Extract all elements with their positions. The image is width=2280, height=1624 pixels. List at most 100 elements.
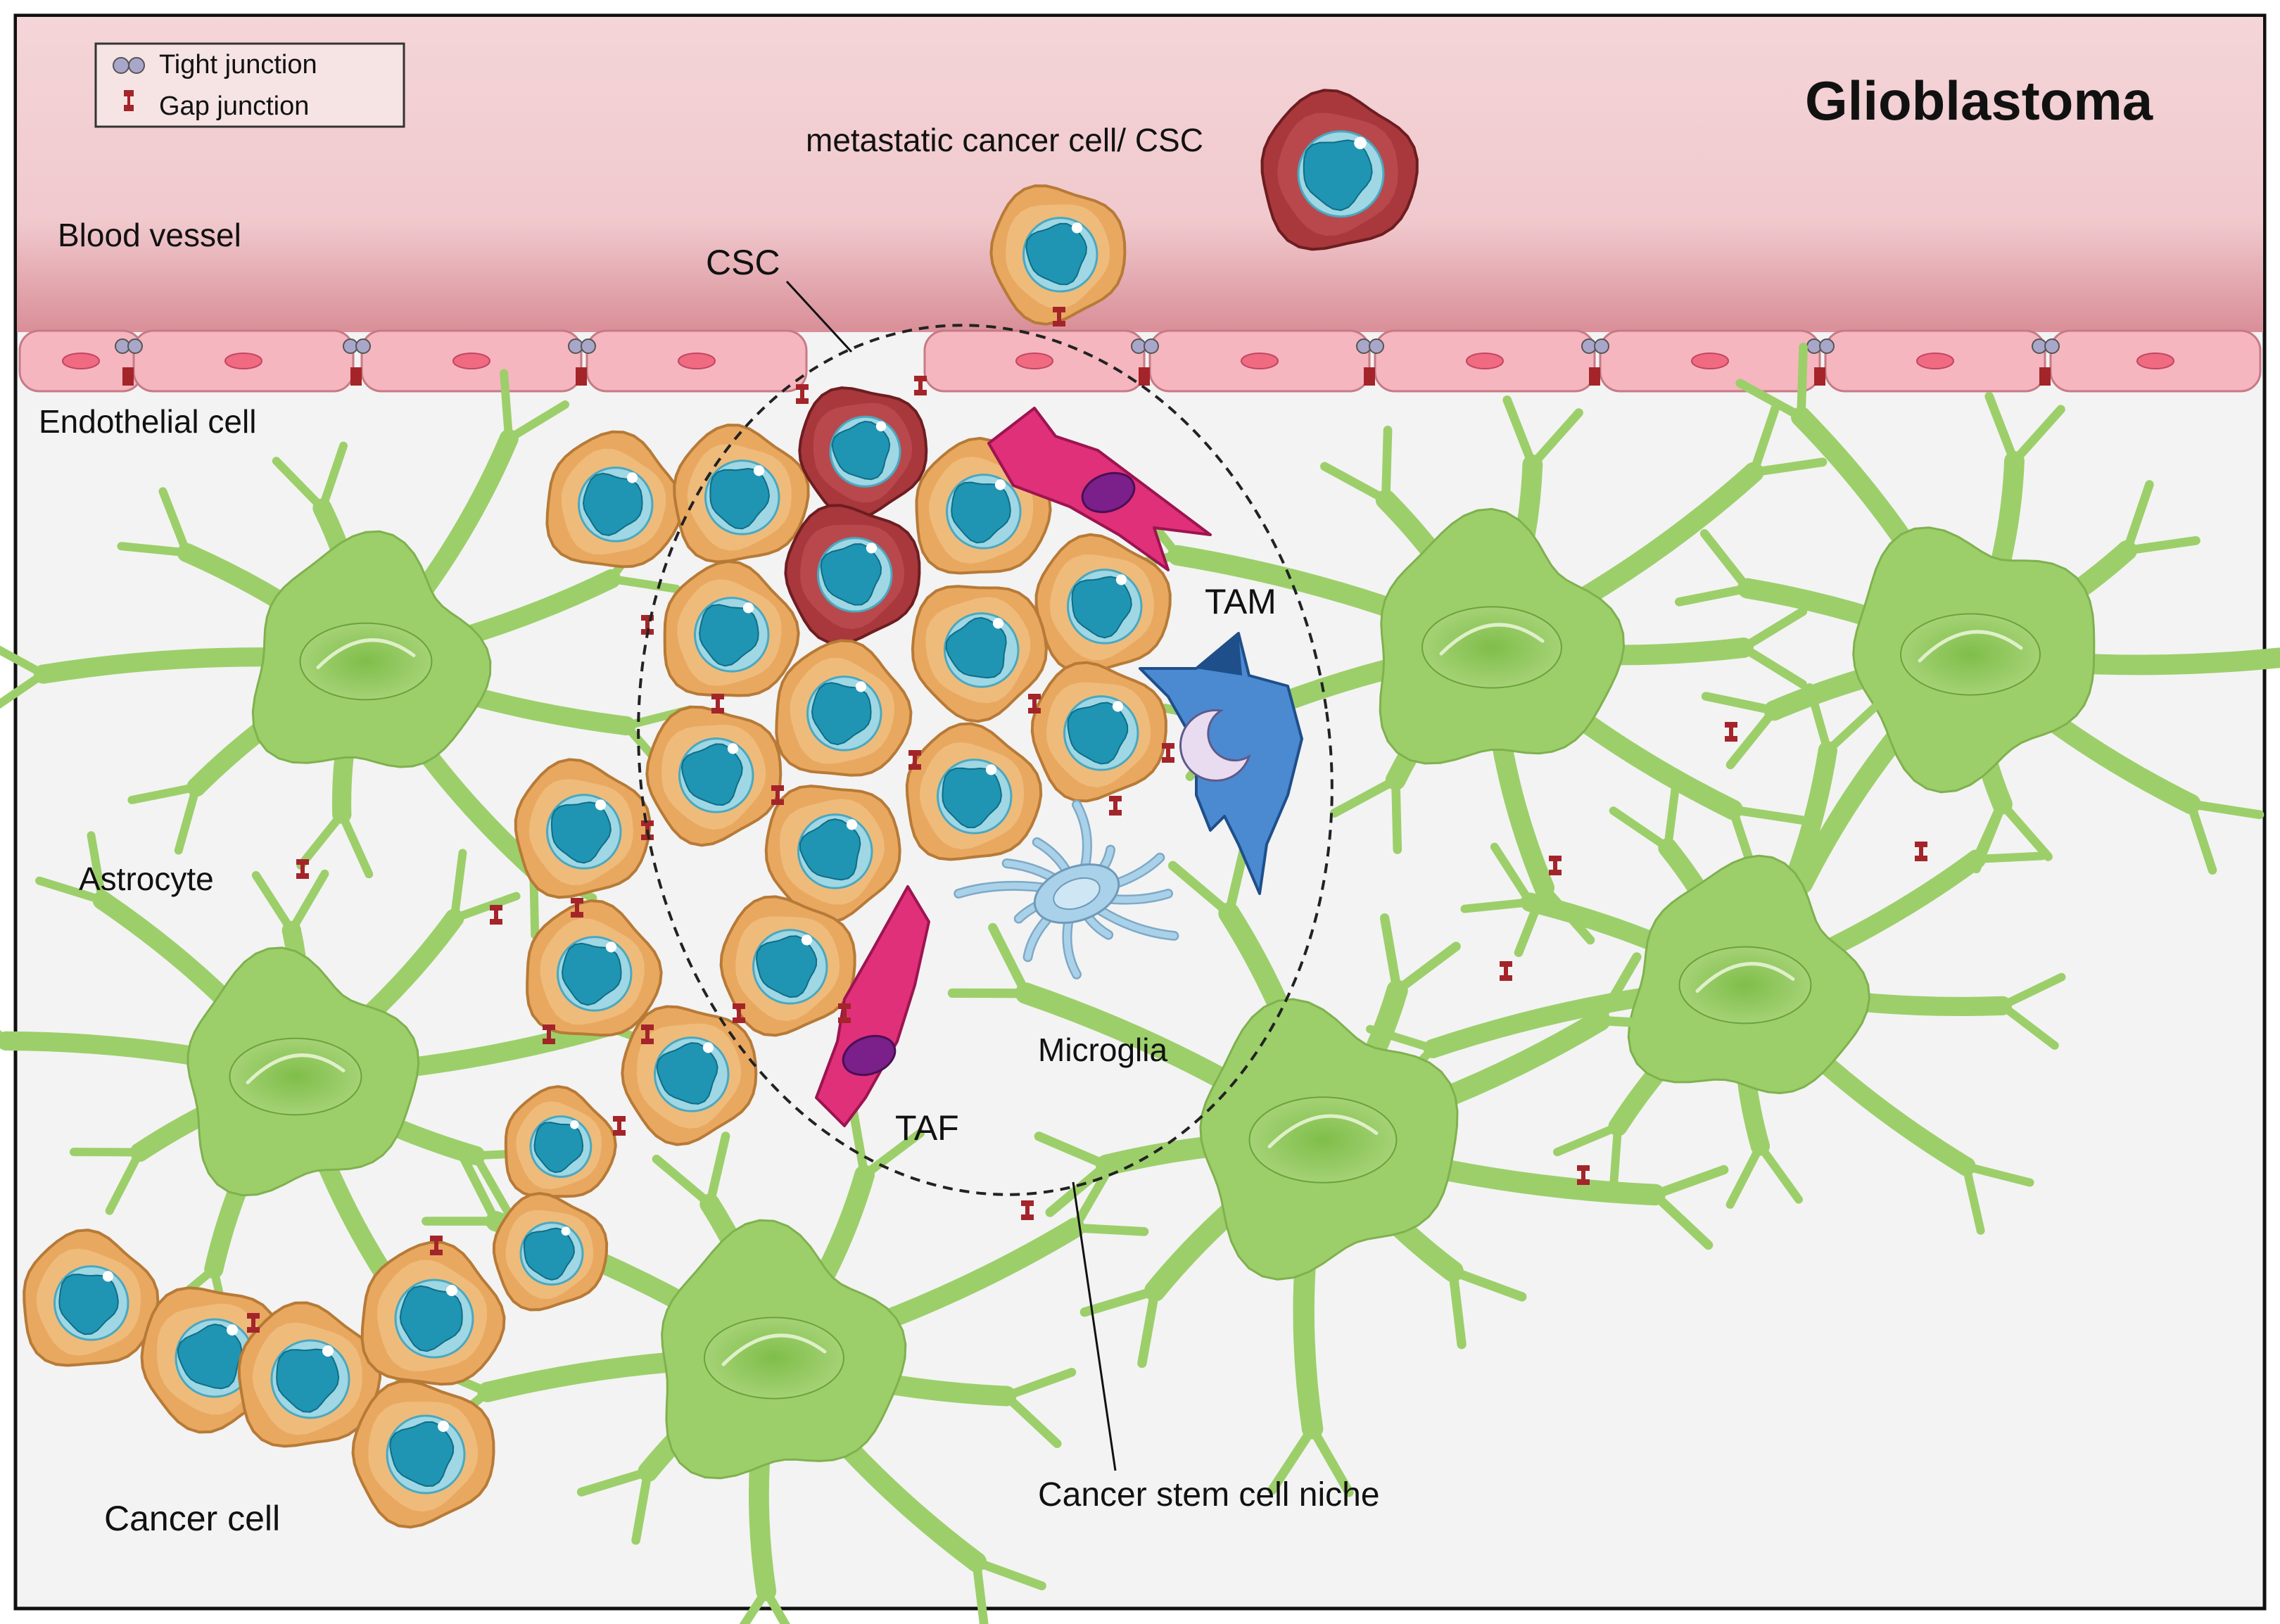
gap-junction xyxy=(1021,1200,1034,1220)
label-blood-vessel: Blood vessel xyxy=(58,217,241,253)
gap-junction-icon xyxy=(124,90,134,111)
cancer-cell xyxy=(504,1085,617,1198)
taf-cell xyxy=(815,885,930,1127)
label-metastatic-cancer-cell: metastatic cancer cell/ CSC xyxy=(806,122,1203,158)
cancer-cell xyxy=(23,1229,160,1367)
endothelial-cell xyxy=(1599,329,1821,393)
cancer-cell xyxy=(905,722,1043,861)
endothelial-cell xyxy=(923,329,1146,393)
cancer-cell xyxy=(645,705,783,847)
niche-leader-line xyxy=(1072,1181,1117,1471)
cancer-cell xyxy=(621,1005,758,1146)
label-taf: TAF xyxy=(895,1108,959,1148)
endothelial-cell xyxy=(360,329,583,393)
legend-label-gap-junction: Gap junction xyxy=(159,91,309,121)
endothelial-layer xyxy=(18,329,2262,393)
cancer-stem-cell xyxy=(1260,89,1419,251)
gap-junction xyxy=(914,376,927,395)
gap-junction xyxy=(430,1236,443,1255)
gap-junction xyxy=(796,384,809,404)
tight-junction-icon xyxy=(113,57,145,74)
legend-box xyxy=(94,42,405,128)
astrocyte xyxy=(1366,683,2066,1235)
endothelial-cell xyxy=(1824,329,2046,393)
cancer-cell xyxy=(545,430,684,569)
tight-junction xyxy=(343,338,371,386)
cancer-cell xyxy=(237,1301,382,1448)
cancer-cell xyxy=(989,184,1127,326)
cancer-cell xyxy=(775,639,913,777)
endothelial-cell xyxy=(1374,329,1596,393)
endothelial-cell xyxy=(132,329,355,393)
gap-junction xyxy=(490,905,502,925)
gap-junction xyxy=(1109,796,1122,816)
tight-junction xyxy=(2032,338,2060,386)
label-astrocyte: Astrocyte xyxy=(79,861,214,897)
endothelial-cell xyxy=(2049,329,2262,393)
gap-junction xyxy=(543,1024,555,1044)
gap-junction xyxy=(711,694,724,713)
gap-junction xyxy=(247,1313,260,1333)
astrocyte xyxy=(419,1102,1149,1624)
gap-junction xyxy=(838,1003,851,1023)
label-microglia: Microglia xyxy=(1038,1032,1167,1068)
legend-label-tight-junction: Tight junction xyxy=(159,50,317,80)
cancer-cell xyxy=(526,899,663,1037)
tam-cell xyxy=(1139,632,1303,895)
gap-junction xyxy=(1577,1165,1590,1185)
cancer-cell xyxy=(360,1241,506,1386)
cancer-cell xyxy=(673,424,810,564)
cancer-cell xyxy=(514,758,652,899)
legend: Tight junction Gap junction xyxy=(94,42,405,128)
label-cancer-cell: Cancer cell xyxy=(104,1499,280,1538)
tight-junction xyxy=(1131,338,1159,386)
tight-junction xyxy=(1806,338,1835,386)
gap-junction xyxy=(908,750,921,770)
endothelial-cell xyxy=(585,329,808,393)
gap-junction xyxy=(1915,842,1927,861)
label-csc: CSC xyxy=(706,243,780,282)
endothelial-cell xyxy=(1148,329,1371,393)
taf-cell xyxy=(987,407,1212,571)
gap-junction xyxy=(1162,743,1174,763)
gap-junction xyxy=(1028,694,1041,713)
cancer-cell xyxy=(764,785,901,924)
astrocyte xyxy=(1105,395,1828,958)
gap-junction xyxy=(733,1003,745,1023)
gap-junction xyxy=(771,785,784,805)
gap-junction xyxy=(1549,856,1562,875)
cancer-cell xyxy=(663,559,800,697)
gap-junction xyxy=(1725,722,1737,742)
cancer-stem-cell xyxy=(784,504,921,646)
tight-junction xyxy=(1356,338,1384,386)
label-tam: TAM xyxy=(1205,582,1277,621)
cancer-stem-cell xyxy=(798,386,928,520)
cancer-stem-cell-niche-boundary xyxy=(637,324,1334,1196)
cancer-cell-group xyxy=(23,89,1419,1529)
gap-junction xyxy=(296,859,309,879)
tight-junction xyxy=(1581,338,1609,386)
label-endothelial-cell: Endothelial cell xyxy=(39,403,256,440)
cancer-cell xyxy=(492,1191,609,1312)
cancer-cell xyxy=(911,585,1048,723)
gap-junction xyxy=(613,1116,626,1136)
gap-junction xyxy=(641,1024,654,1044)
label-cancer-stem-cell-niche: Cancer stem cell niche xyxy=(1038,1476,1380,1514)
figure-title: Glioblastoma xyxy=(1805,70,2153,132)
microglia-cell xyxy=(954,799,1179,979)
cancer-cell xyxy=(1034,533,1172,675)
gap-junction xyxy=(1053,307,1065,326)
tight-junction xyxy=(568,338,596,386)
cancer-cell xyxy=(719,895,856,1037)
gap-junction xyxy=(571,898,583,918)
cancer-cell xyxy=(351,1380,495,1529)
csc-leader-line xyxy=(785,280,853,353)
endothelial-cell xyxy=(18,329,144,393)
astrocyte xyxy=(947,837,1729,1497)
cancer-cell xyxy=(1030,661,1167,803)
gap-junction xyxy=(1500,961,1512,981)
tight-junction xyxy=(115,338,143,386)
stroma-cell-group xyxy=(815,407,1303,1127)
